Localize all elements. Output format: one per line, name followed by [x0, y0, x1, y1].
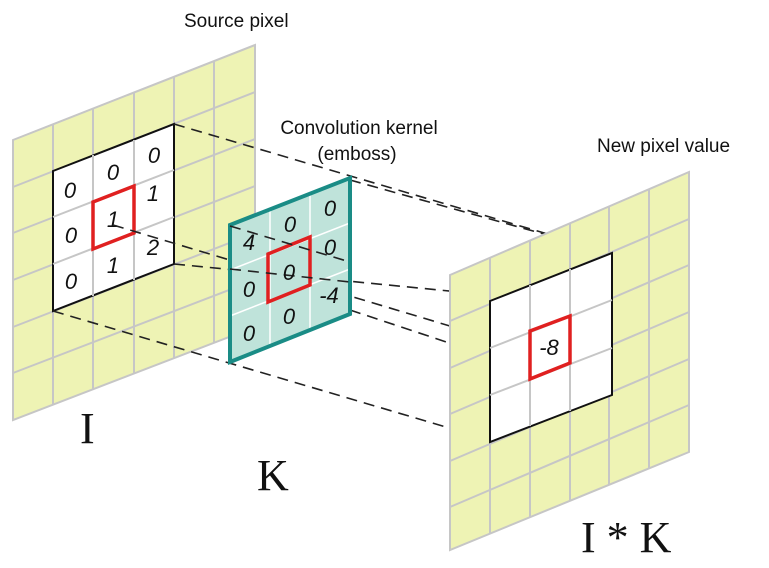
source-value: 0: [148, 143, 161, 168]
kernel-center-highlight: [266, 234, 312, 305]
kernel-value: 0: [283, 260, 296, 285]
label-IK: I * K: [581, 513, 672, 562]
label-K: K: [257, 451, 289, 500]
new-pixel-caption: New pixel value: [597, 136, 730, 157]
kernel-value: 0: [284, 212, 297, 237]
source-image: 0 0 0 0 1 1 0 1 2: [12, 43, 256, 422]
source-center-highlight: [91, 183, 136, 252]
result-center-highlight: [528, 313, 572, 382]
kernel-border: [228, 175, 352, 365]
projection-lines-front: [229, 225, 351, 283]
source-value: 0: [107, 160, 120, 185]
label-I: I: [80, 404, 95, 453]
kernel-value: -4: [319, 283, 339, 308]
source-value: 1: [147, 181, 159, 206]
source-value: 0: [64, 178, 77, 203]
kernel-value: 4: [243, 230, 255, 255]
result-image: -8: [449, 170, 690, 552]
kernel-value: 0: [324, 235, 337, 260]
kernel-value: 0: [243, 321, 256, 346]
result-value: -8: [539, 335, 559, 360]
source-value: 1: [107, 207, 119, 232]
kernel-caption-line2: (emboss): [317, 144, 396, 165]
source-pixel-caption: Source pixel: [184, 11, 289, 32]
kernel-value: 0: [324, 196, 337, 221]
kernel-caption-line1: Convolution kernel: [280, 118, 437, 139]
kernel: 4 0 0 0 0 0 0 0 -4: [228, 175, 352, 365]
kernel-fill: [230, 178, 350, 362]
kernel-values: 4 0 0 0 0 0 0 0 -4: [243, 196, 339, 346]
source-value: 0: [65, 223, 78, 248]
source-value: 0: [65, 269, 78, 294]
kernel-value: 0: [283, 304, 296, 329]
kernel-value: 0: [243, 277, 256, 302]
source-value: 2: [146, 235, 159, 260]
source-value: 1: [107, 253, 119, 278]
source-values: 0 0 0 0 1 1 0 1 2: [64, 143, 161, 294]
